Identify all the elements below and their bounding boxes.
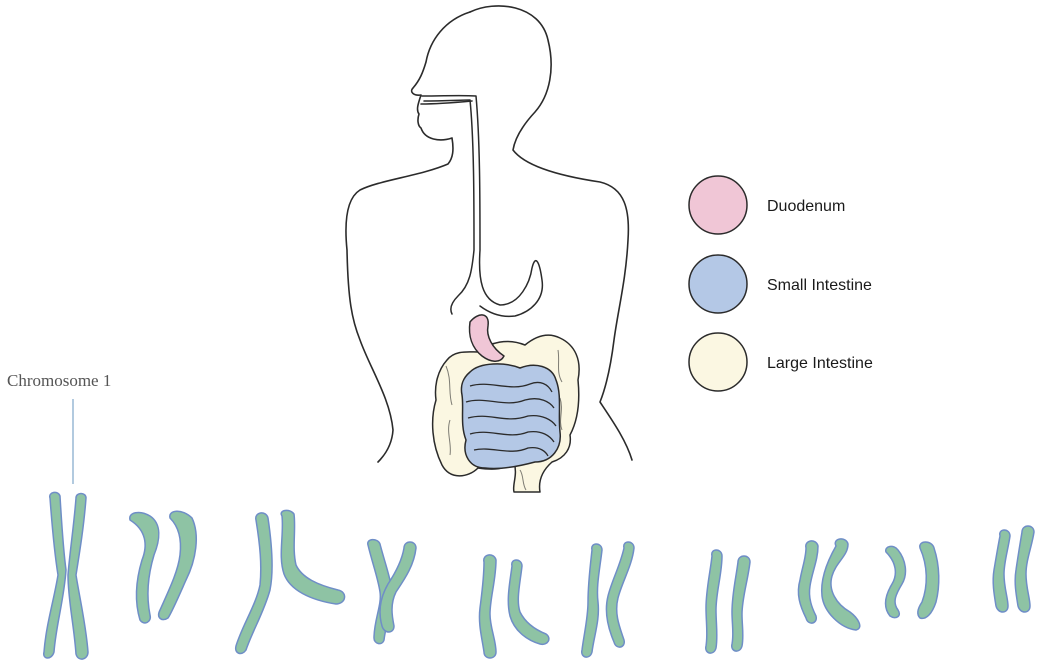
legend-label-duodenum: Duodenum [767, 198, 845, 215]
chromosome-row [44, 492, 1034, 659]
chromosome-2 [130, 511, 196, 623]
chromosome-4 [368, 540, 416, 644]
legend-item-large-intestine: Large Intestine [689, 333, 873, 391]
legend-item-small-intestine: Small Intestine [689, 255, 872, 313]
chromosome-8 [798, 539, 859, 630]
large-intestine-swatch [689, 333, 747, 391]
legend-label-small-intestine: Small Intestine [767, 277, 872, 294]
chromosome-5 [479, 555, 548, 658]
chromosome-1 [44, 492, 88, 659]
chromosome-7 [706, 550, 750, 653]
legend-label-large-intestine: Large Intestine [767, 355, 873, 372]
chromosome-3 [236, 510, 345, 653]
esophagus-stomach [422, 96, 542, 317]
legend-item-duodenum: Duodenum [689, 176, 845, 234]
duodenum-swatch [689, 176, 747, 234]
chromosome-10 [993, 526, 1034, 612]
chromosome-6 [582, 542, 634, 657]
chromosome-1-label: Chromosome 1 [7, 371, 111, 390]
legend: Duodenum Small Intestine Large Intestine [689, 176, 873, 391]
chromosome-9 [886, 542, 939, 618]
small-intestine-swatch [689, 255, 747, 313]
small-intestine [461, 364, 560, 469]
